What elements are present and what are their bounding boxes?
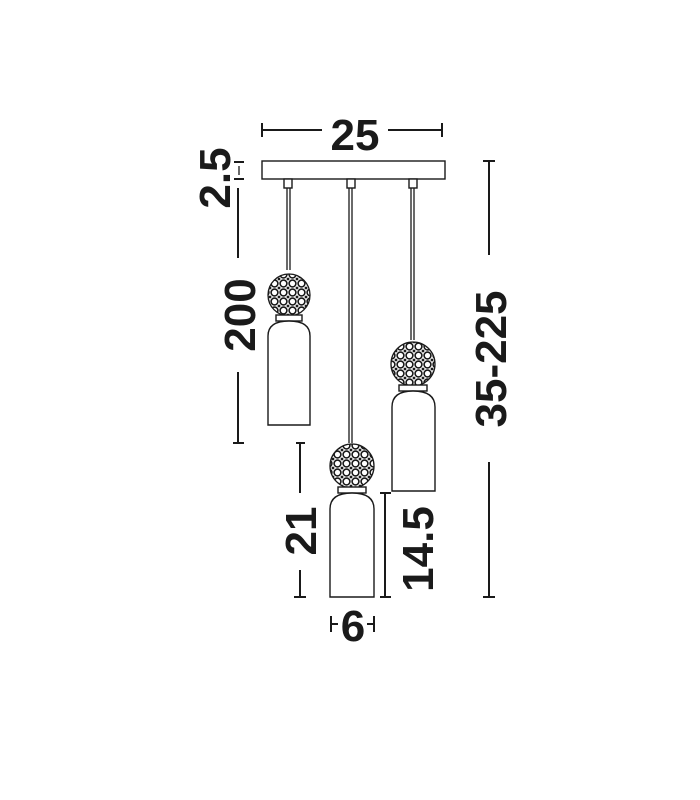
collar-left <box>275 314 303 322</box>
dimension-canopy-height: 2.5 <box>191 147 244 209</box>
crystal-ball-right <box>390 341 436 387</box>
label-canopy-height: 2.5 <box>191 147 240 208</box>
crystal-ball-left <box>267 273 311 317</box>
cable-left <box>286 188 291 270</box>
dimension-total-height: 35-225 <box>467 160 516 598</box>
label-cable-length: 200 <box>216 278 265 351</box>
dimension-width-top: 25 <box>261 111 443 160</box>
dimension-shade-height: 14.5 <box>380 492 443 598</box>
cable-center <box>348 188 353 443</box>
shade-right <box>391 390 436 492</box>
dimension-center-lamp-height: 21 <box>277 442 326 598</box>
label-center-lamp-height: 21 <box>277 507 326 556</box>
connector-center <box>346 178 356 189</box>
connector-right <box>408 178 418 189</box>
connector-left <box>283 178 293 189</box>
shade-center <box>329 492 375 598</box>
label-shade-height: 14.5 <box>394 506 443 592</box>
collar-right <box>398 384 428 392</box>
pendant-right <box>390 341 436 492</box>
pendant-center <box>329 443 375 598</box>
dimension-shade-diameter: 6 <box>330 602 375 651</box>
ceiling-canopy <box>261 160 446 180</box>
label-width-top: 25 <box>331 111 380 160</box>
label-total-height: 35-225 <box>467 290 516 427</box>
cable-right <box>410 188 415 340</box>
shade-left <box>267 320 311 426</box>
collar-center <box>337 486 367 494</box>
crystal-ball-center <box>329 443 375 489</box>
label-shade-diameter: 6 <box>341 602 365 651</box>
pendant-left <box>267 273 311 426</box>
dimension-cable-length: 200 <box>216 188 265 444</box>
